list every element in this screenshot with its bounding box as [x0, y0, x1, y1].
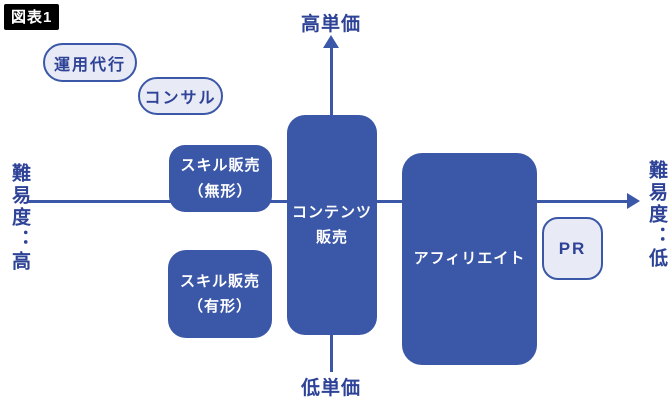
node-skill-sales-tangible-line2: （有形） [187, 298, 252, 315]
axis-label-difficulty-high: 難易度：高 [9, 163, 30, 273]
node-pr: PR [542, 217, 603, 280]
up-arrowhead-icon [323, 35, 339, 48]
figure-label: 図表1 [4, 4, 60, 30]
node-contents-sales: コンテンツ 販売 [287, 115, 377, 335]
node-skill-sales-intangible: スキル販売 （無形） [169, 145, 272, 212]
node-contents-sales-line2: 販売 [315, 229, 348, 246]
node-operation-agency: 運用代行 [43, 43, 137, 82]
node-consulting-label: コンサル [144, 90, 217, 107]
axis-label-low-price: 低単価 [300, 378, 362, 399]
axis-label-high-price: 高単価 [300, 14, 362, 35]
node-contents-sales-line1: コンテンツ [291, 203, 372, 221]
axis-label-difficulty-low: 難易度：低 [646, 160, 667, 270]
node-skill-sales-tangible: スキル販売 （有形） [168, 250, 272, 338]
node-consulting: コンサル [138, 77, 223, 115]
right-arrowhead-icon [627, 193, 640, 209]
node-skill-sales-tangible-line1: スキル販売 [179, 272, 260, 290]
node-skill-sales-intangible-line2: （無形） [188, 182, 253, 200]
node-skill-sales-intangible-line1: スキル販売 [180, 157, 261, 174]
node-affiliate-label: アフィリエイト [413, 250, 526, 268]
node-operation-agency-label: 運用代行 [53, 56, 126, 74]
node-affiliate: アフィリエイト [402, 153, 537, 365]
node-pr-label: PR [558, 238, 587, 258]
